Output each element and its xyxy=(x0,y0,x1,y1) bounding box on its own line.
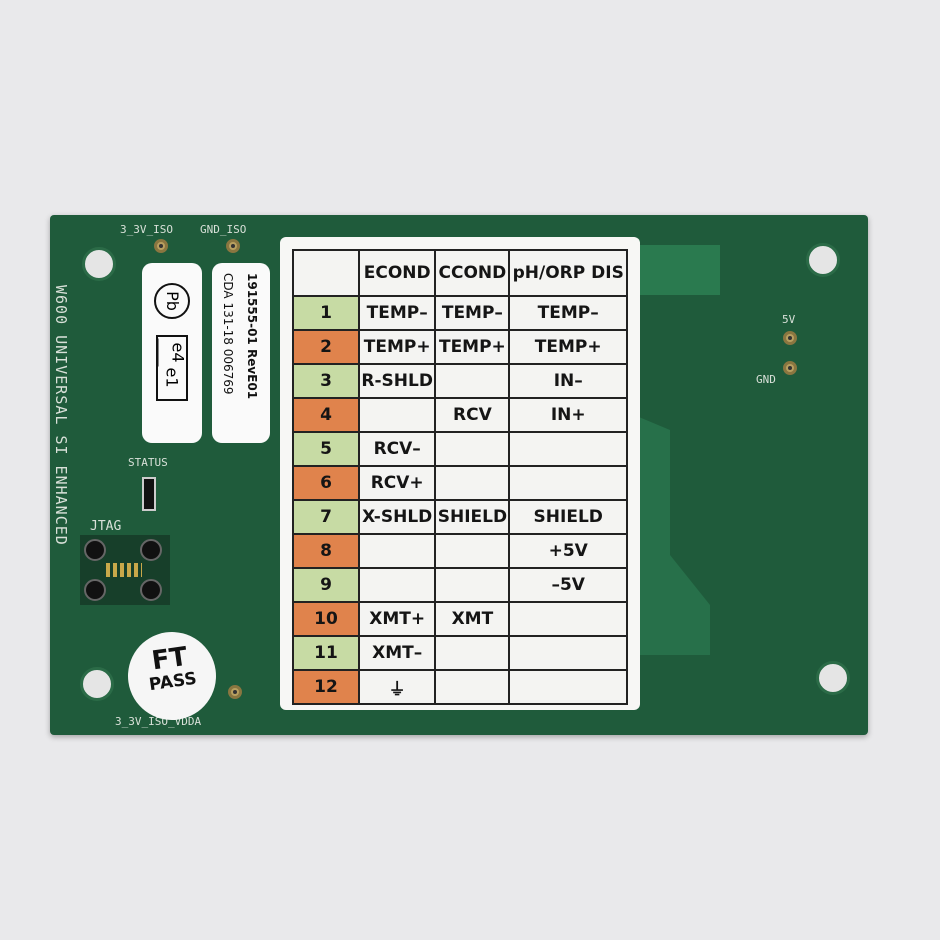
copper-plane xyxy=(640,245,720,295)
pin-cell: 4 xyxy=(292,397,360,433)
ph-orp-cell xyxy=(508,601,628,637)
econd-cell xyxy=(357,397,437,433)
econd-cell: XMT– xyxy=(357,635,437,671)
e1-mark: e1 xyxy=(162,367,182,388)
ph-orp-cell xyxy=(508,465,628,501)
header-pin xyxy=(292,249,360,297)
econd-cell: X-SHLD xyxy=(357,499,437,535)
econd-cell: RCV+ xyxy=(357,465,437,501)
silk-status: STATUS xyxy=(128,456,168,469)
mounting-hole xyxy=(80,667,114,701)
jtag-connector xyxy=(80,535,170,605)
ph-orp-cell: SHIELD xyxy=(508,499,628,535)
header-ph-orp: pH/ORP DIS xyxy=(508,249,628,297)
econd-cell: XMT+ xyxy=(357,601,437,637)
test-point xyxy=(226,239,240,253)
table-row: 9 –5V xyxy=(292,567,628,603)
ccond-cell xyxy=(434,567,511,603)
ccond-cell: RCV xyxy=(434,397,511,433)
pin-cell: 2 xyxy=(292,329,360,365)
test-point xyxy=(783,331,797,345)
rohs-sticker: Pb e4 e1 xyxy=(142,263,202,443)
silk-5v: 5V xyxy=(782,313,796,326)
econd-cell: TEMP– xyxy=(357,295,437,331)
pin-cell: 7 xyxy=(292,499,360,535)
lead-free-icon: Pb xyxy=(154,283,190,319)
ccond-cell: TEMP+ xyxy=(434,329,511,365)
econd-cell xyxy=(357,567,437,603)
part-number-sticker: 191555-01 RevE01 CDA 131-18 006769 xyxy=(212,263,270,443)
ph-orp-cell: IN– xyxy=(508,363,628,399)
ph-orp-cell: –5V xyxy=(508,567,628,603)
ccond-cell xyxy=(434,635,511,671)
econd-cell: RCV– xyxy=(357,431,437,467)
ccond-cell xyxy=(434,431,511,467)
ccond-cell xyxy=(434,363,511,399)
pin-cell: 12 xyxy=(292,669,360,705)
ph-orp-cell xyxy=(508,431,628,467)
silk-gnd-iso: GND_ISO xyxy=(200,223,247,236)
econd-cell: TEMP+ xyxy=(357,329,437,365)
ph-orp-cell: +5V xyxy=(508,533,628,569)
pin-cell: 5 xyxy=(292,431,360,467)
pin-cell: 1 xyxy=(292,295,360,331)
mounting-hole xyxy=(816,661,850,695)
ft-pass-sticker: FT PASS xyxy=(122,626,222,726)
ccond-cell: SHIELD xyxy=(434,499,511,535)
ph-orp-cell: IN+ xyxy=(508,397,628,433)
table-row: 8 +5V xyxy=(292,533,628,569)
table-header: ECOND CCOND pH/ORP DIS xyxy=(292,249,628,297)
silk-gnd: GND xyxy=(756,373,776,386)
pin-cell: 9 xyxy=(292,567,360,603)
pin-cell: 10 xyxy=(292,601,360,637)
mounting-hole xyxy=(82,247,116,281)
silk-jtag: JTAG xyxy=(90,519,122,534)
ph-orp-cell: TEMP+ xyxy=(508,329,628,365)
silk-3v3-iso: 3_3V_ISO xyxy=(120,223,173,236)
ph-orp-cell: TEMP– xyxy=(508,295,628,331)
ccond-cell: XMT xyxy=(434,601,511,637)
pin-cell: 3 xyxy=(292,363,360,399)
status-led xyxy=(142,477,156,511)
pin-cell: 8 xyxy=(292,533,360,569)
mounting-hole xyxy=(806,243,840,277)
ph-orp-cell xyxy=(508,669,628,705)
e4-mark: e4 xyxy=(156,338,188,367)
pin-cell: 11 xyxy=(292,635,360,671)
test-point xyxy=(783,361,797,375)
ph-orp-cell xyxy=(508,635,628,671)
econd-cell: R-SHLD xyxy=(357,363,437,399)
econd-cell xyxy=(357,533,437,569)
ccond-cell xyxy=(434,533,511,569)
part-number: 191555-01 RevE01 xyxy=(245,273,259,400)
ccond-cell: TEMP– xyxy=(434,295,511,331)
header-ccond: CCOND xyxy=(434,249,511,297)
silk-board-title: W600 UNIVERSAL SI ENHANCED xyxy=(52,285,70,546)
table-row: 12⏚ xyxy=(292,669,628,705)
ccond-cell xyxy=(434,669,511,705)
serial-number: CDA 131-18 006769 xyxy=(221,273,235,395)
econd-cell: ⏚ xyxy=(357,669,437,705)
test-point xyxy=(154,239,168,253)
pin-cell: 6 xyxy=(292,465,360,501)
header-econd: ECOND xyxy=(357,249,437,297)
ccond-cell xyxy=(434,465,511,501)
test-point xyxy=(228,685,242,699)
